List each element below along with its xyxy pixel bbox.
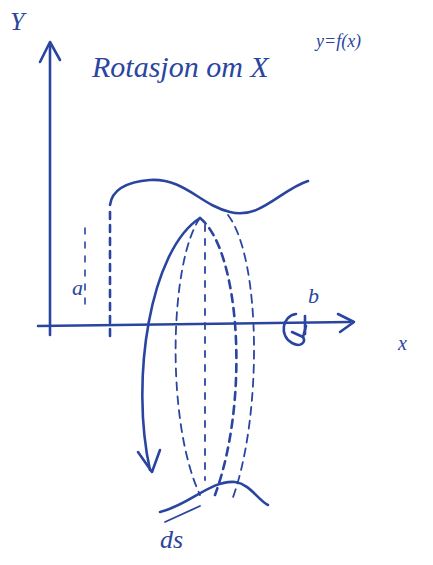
- mirrored-curve: [160, 482, 268, 512]
- rotation-arrowhead: [138, 450, 160, 472]
- bound-label: a: [72, 276, 83, 300]
- y-axis: [49, 45, 52, 335]
- rotation-ellipse-front: [142, 218, 200, 470]
- bound-a-line: [109, 212, 112, 340]
- guide-line: [84, 228, 86, 312]
- axis-label: Y: [10, 8, 24, 37]
- slice-ellipse-inner: [176, 218, 200, 495]
- function-label: y=f(x): [316, 32, 361, 52]
- rotation-curl: [284, 314, 304, 345]
- function-curve: [110, 180, 308, 213]
- bound-label: b: [308, 284, 319, 308]
- ds-marker: [165, 506, 200, 522]
- rotation-curl-head: [292, 326, 306, 337]
- slice-center-line: [204, 225, 206, 480]
- element-label: ds: [160, 526, 183, 555]
- axis-label: x: [398, 332, 407, 354]
- sketch-title: Rotasjon om X: [92, 50, 269, 83]
- slice-ellipse: [228, 215, 254, 500]
- x-axis: [38, 322, 350, 326]
- rotation-ellipse-back: [200, 218, 236, 495]
- x-axis-arrowhead: [338, 314, 354, 332]
- y-axis-arrowhead: [40, 42, 60, 62]
